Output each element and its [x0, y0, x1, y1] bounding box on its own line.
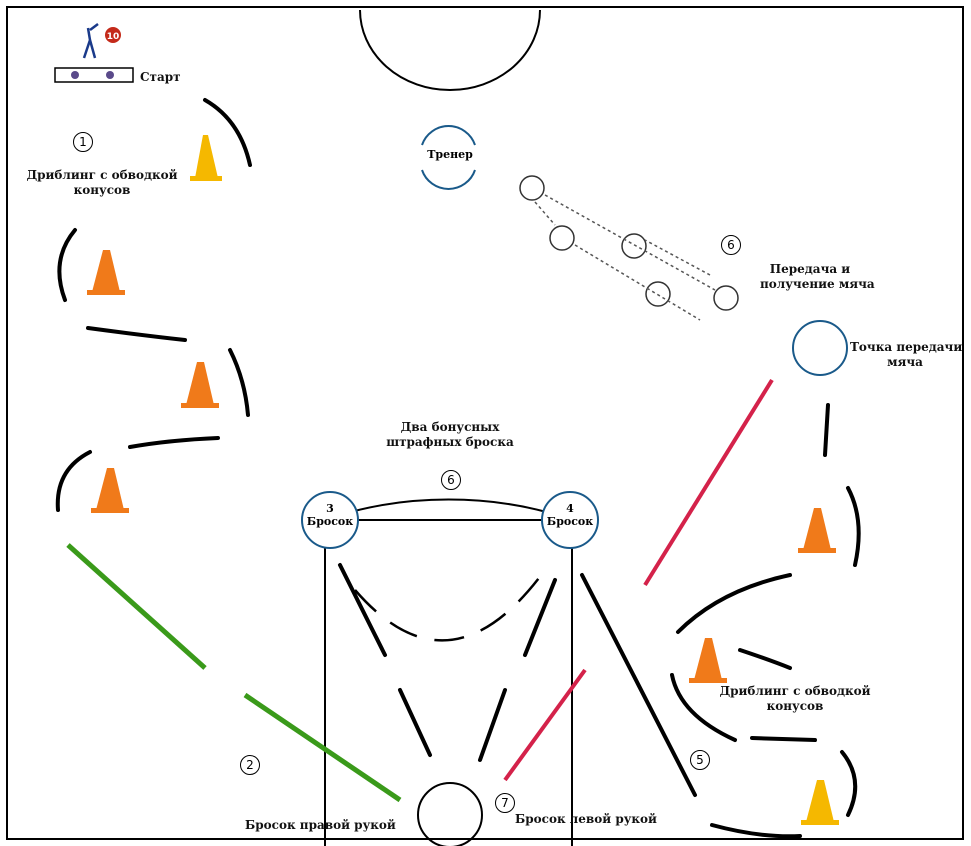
- green-path: [243, 692, 402, 803]
- cone-icon: [190, 135, 222, 181]
- left-dribble-path: [55, 98, 252, 512]
- cone-icon: [181, 362, 219, 408]
- cone-icon: [801, 780, 839, 825]
- green-path: [66, 543, 207, 670]
- right-hand-label: Бросок правой рукой: [245, 818, 396, 832]
- left-hand-label: Бросок левой рукой: [515, 812, 657, 826]
- step-number-7: 7: [495, 793, 515, 813]
- shot-ring-4: [541, 491, 599, 549]
- cone-icon: [87, 250, 125, 295]
- court-frame: [6, 6, 964, 840]
- step-number-1: 1: [73, 132, 93, 152]
- ball-icon: [519, 175, 739, 311]
- cone-icon: [91, 468, 129, 513]
- player-ball-icon: [105, 27, 121, 43]
- start-label: Старт: [140, 70, 181, 84]
- coach-ring: [421, 125, 476, 190]
- step-number-6-pass: 6: [721, 235, 741, 255]
- player-number: 10: [107, 32, 120, 42]
- free-throw-arc: [324, 498, 573, 521]
- top-key-arc: [359, 9, 541, 91]
- start-mat: [54, 67, 134, 83]
- step-number-6-bonus: 6: [441, 470, 461, 490]
- cone-icon: [798, 508, 836, 553]
- start-shoe-icon: [71, 71, 79, 79]
- pass-point-ring: [792, 320, 848, 376]
- lane-dashed-arc: [354, 569, 547, 642]
- shot-paths: [338, 563, 697, 797]
- cone-icon: [689, 638, 727, 683]
- player-icon: [82, 23, 99, 59]
- shot-ring-3: [301, 491, 359, 549]
- start-shoe-icon: [106, 71, 114, 79]
- step-number-5: 5: [690, 750, 710, 770]
- red-path: [643, 378, 774, 587]
- basket-circle: [417, 782, 483, 846]
- coach-label: Тренер: [427, 148, 473, 161]
- pass-arrows: [534, 194, 716, 321]
- step-number-2: 2: [240, 755, 260, 775]
- red-path: [503, 668, 587, 782]
- right-dribble-path: [670, 403, 861, 839]
